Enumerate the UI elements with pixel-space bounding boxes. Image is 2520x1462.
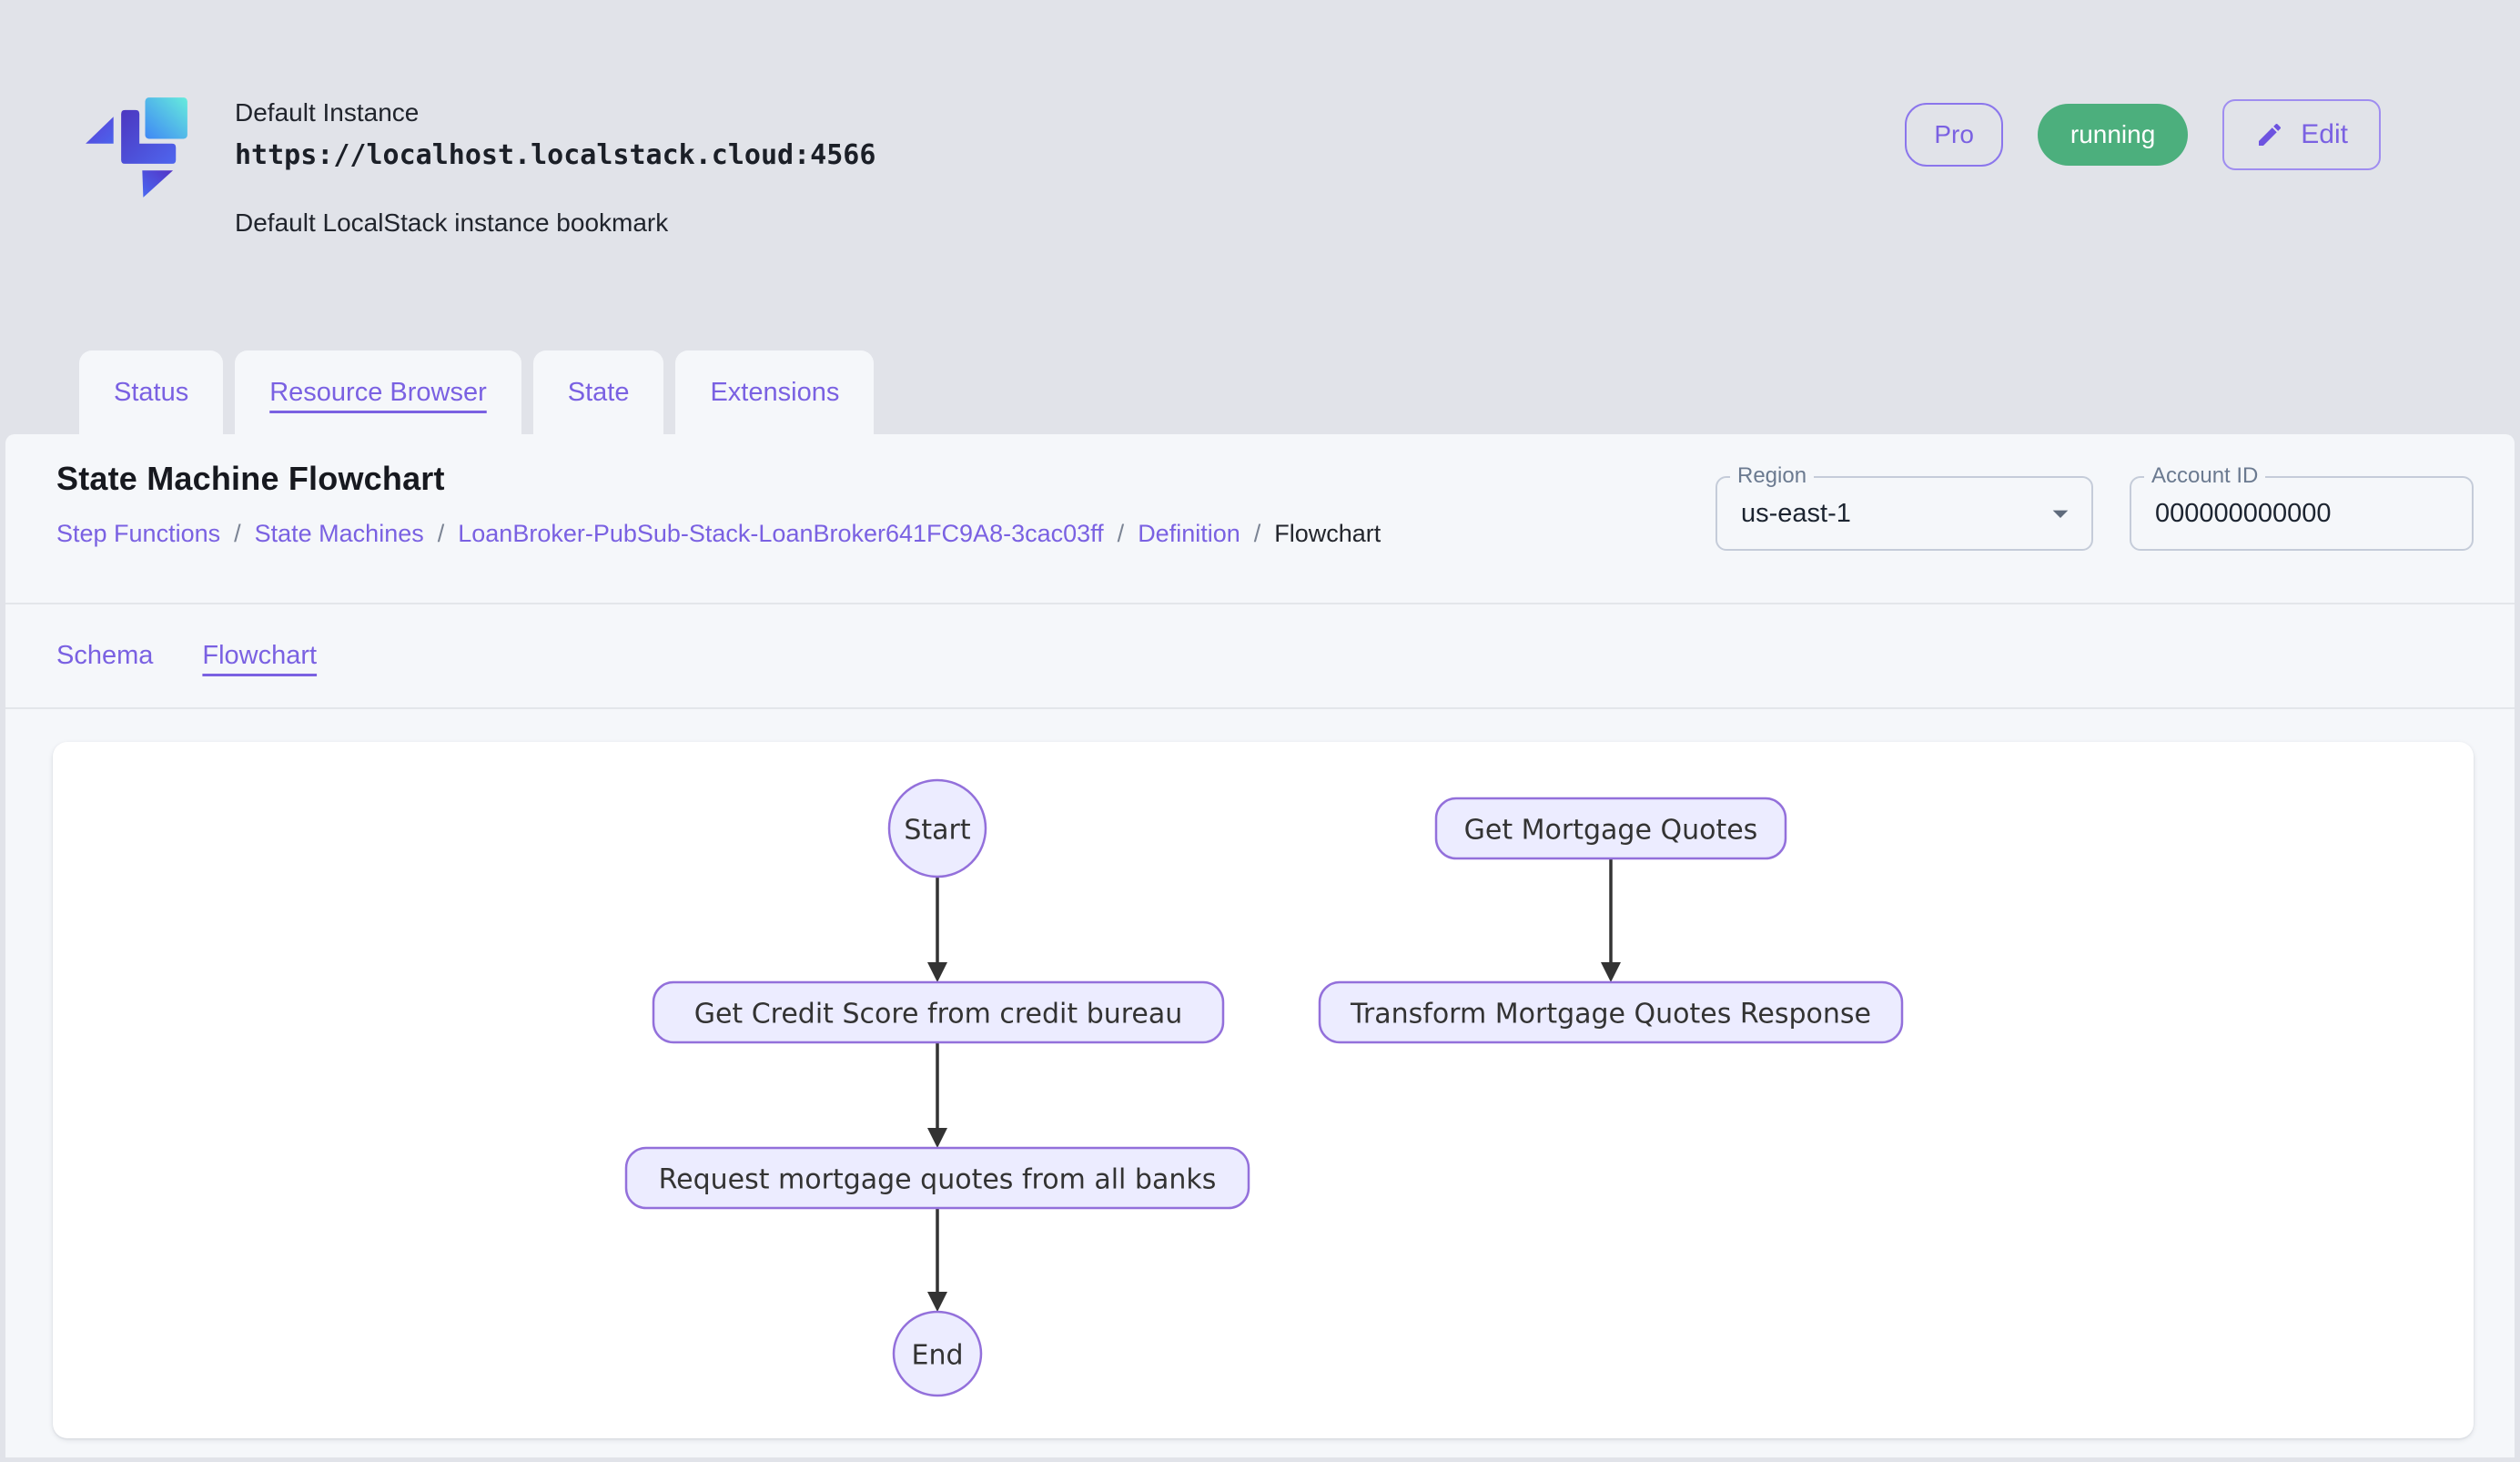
pro-badge: Pro <box>1905 103 2003 167</box>
instance-description: Default LocalStack instance bookmark <box>235 208 669 237</box>
flowchart-node-get-mortgage-quotes: Get Mortgage Quotes <box>1434 797 1787 860</box>
region-label: Region <box>1730 463 1815 489</box>
account-id-label: Account ID <box>2144 463 2266 489</box>
edit-button-label: Edit <box>2301 119 2348 149</box>
region-select[interactable]: Region us-east-1 <box>1715 463 2093 551</box>
tab-status[interactable]: Status <box>79 350 224 434</box>
flowchart-edge <box>927 877 947 982</box>
flowchart-node-label: Transform Mortgage Quotes Response <box>1350 999 1871 1031</box>
tab-resource-browser[interactable]: Resource Browser <box>235 350 521 434</box>
instance-tabs: Status Resource Browser State Extensions <box>79 350 875 434</box>
flowchart-node-label: Start <box>904 815 971 847</box>
flowchart-node-get-credit-score: Get Credit Score from credit bureau <box>652 980 1225 1044</box>
panel-header: State Machine Flowchart Step Functions /… <box>5 434 2515 604</box>
breadcrumb: Step Functions / State Machines / LoanBr… <box>56 520 1381 548</box>
account-id-field: Account ID <box>2130 463 2474 551</box>
instance-actions: Pro running Edit <box>1905 98 2381 171</box>
breadcrumb-separator: / <box>1117 520 1125 547</box>
flowchart-edge <box>927 1042 947 1148</box>
flowchart-node-label: Request mortgage quotes from all banks <box>659 1164 1217 1196</box>
flowchart-node-request-mortgage-quotes: Request mortgage quotes from all banks <box>624 1146 1250 1210</box>
breadcrumb-separator: / <box>437 520 445 547</box>
page-title: State Machine Flowchart <box>56 460 445 497</box>
localstack-logo <box>86 97 187 198</box>
breadcrumb-separator: / <box>234 520 241 547</box>
tab-extensions[interactable]: Extensions <box>675 350 875 434</box>
edit-button[interactable]: Edit <box>2222 99 2381 170</box>
breadcrumb-state-machine-name[interactable]: LoanBroker-PubSub-Stack-LoanBroker641FC9… <box>458 520 1104 547</box>
pencil-icon <box>2259 123 2282 146</box>
flowchart-node-label: End <box>911 1340 963 1372</box>
flowchart-node-transform-mortgage-quotes-response: Transform Mortgage Quotes Response <box>1318 980 1904 1044</box>
breadcrumb-step-functions[interactable]: Step Functions <box>56 520 221 547</box>
definition-subtabs: Schema Flowchart <box>5 604 2515 709</box>
flowchart-node-start: Start <box>887 778 987 878</box>
instance-info: Default Instance https://localhost.local… <box>235 100 875 236</box>
region-value: us-east-1 <box>1741 498 1851 528</box>
instance-name: Default Instance <box>235 98 420 127</box>
breadcrumb-flowchart: Flowchart <box>1274 520 1381 547</box>
panel-controls: Region us-east-1 Account ID <box>1715 463 2474 551</box>
account-id-input[interactable] <box>2131 498 2472 529</box>
subtab-flowchart[interactable]: Flowchart <box>202 641 318 670</box>
chevron-down-icon <box>2052 510 2069 518</box>
flowchart-node-label: Get Mortgage Quotes <box>1464 815 1758 847</box>
flowchart-node-label: Get Credit Score from credit bureau <box>694 999 1183 1031</box>
resource-browser-panel: State Machine Flowchart Step Functions /… <box>5 434 2515 1457</box>
flowchart-edge <box>1601 858 1621 982</box>
tab-state[interactable]: State <box>532 350 664 434</box>
subtab-schema[interactable]: Schema <box>56 641 154 670</box>
instance-url: https://localhost.localstack.cloud:4566 <box>235 139 876 171</box>
flowchart-node-end: End <box>892 1310 983 1397</box>
breadcrumb-separator: / <box>1253 520 1261 547</box>
flowchart-edge <box>927 1208 947 1312</box>
breadcrumb-definition[interactable]: Definition <box>1138 520 1240 547</box>
status-badge: running <box>2037 104 2189 166</box>
breadcrumb-state-machines[interactable]: State Machines <box>254 520 424 547</box>
